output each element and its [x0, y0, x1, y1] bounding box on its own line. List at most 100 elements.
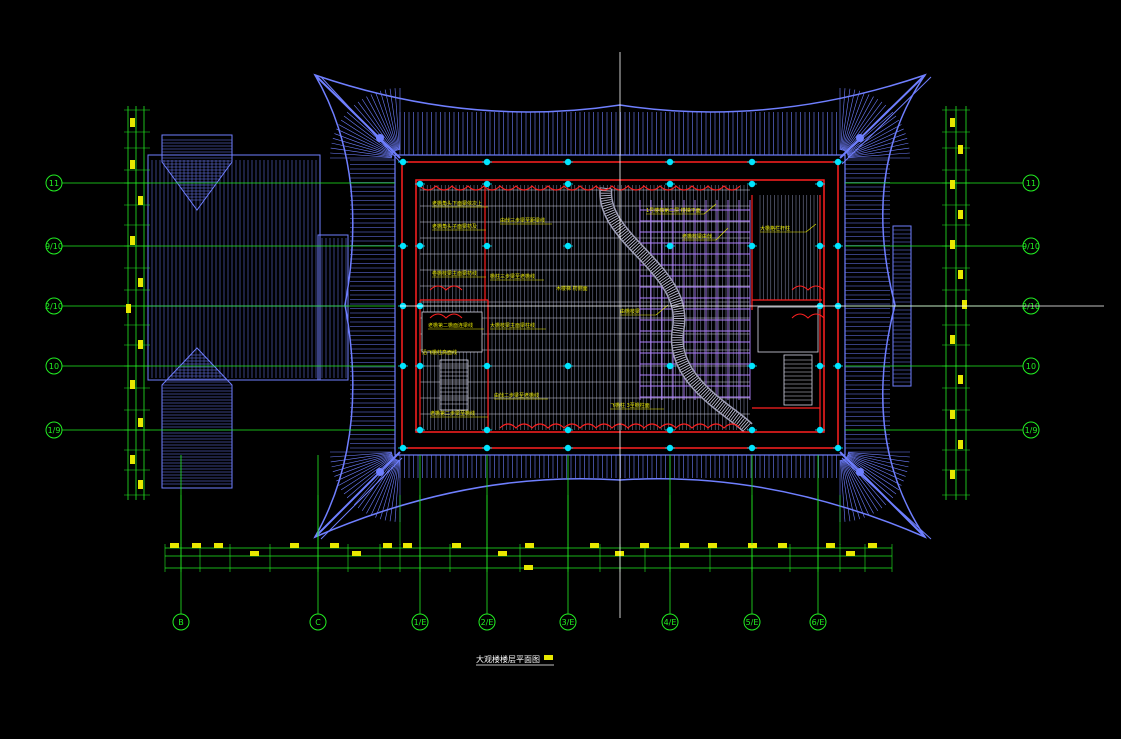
dimension-marker [138, 418, 143, 427]
roof-corner-rafter [330, 152, 393, 158]
roof-corner-rafter [343, 456, 394, 495]
wing-connector [317, 234, 349, 381]
axis-bubble-row-left: 11 [45, 174, 63, 192]
svg-text:1/9: 1/9 [1025, 426, 1038, 435]
title-scale-marker [544, 655, 553, 660]
roof-corner-rafter [844, 458, 879, 512]
roof-corner-rafter [336, 128, 393, 155]
roof-corner-rafter [375, 92, 398, 151]
axis-bubble-column: 1/E [411, 613, 429, 631]
dimension-marker [130, 236, 135, 245]
axis-bubble-row-right: 1/9 [1022, 421, 1040, 439]
dimension-marker [524, 565, 533, 570]
dimension-marker [290, 543, 299, 548]
roof-corner-rafter [331, 142, 393, 157]
axis-bubble-column: 2/E [478, 613, 496, 631]
roof-corner-rafter [847, 455, 904, 482]
roof-corner-rafter [332, 453, 393, 473]
dimension-marker [214, 543, 223, 548]
roof-corner-rafter [845, 457, 894, 499]
dimension-marker [130, 118, 135, 127]
dimension-marker [958, 210, 963, 219]
roof-corner-rafter [843, 458, 874, 514]
svg-text:11: 11 [49, 179, 59, 188]
axis-bubble-column: 6/E [809, 613, 827, 631]
roof-corner-rafter [331, 453, 393, 468]
roof-corner-rafter [357, 458, 396, 509]
roof-corner-rafter [353, 457, 395, 506]
dimension-marker [130, 380, 135, 389]
roof-corner-rafter [846, 455, 902, 486]
main-roof-plan [313, 73, 932, 540]
roof-corner-rafter [366, 458, 397, 514]
axis-bubble-row-right: 10 [1022, 357, 1040, 375]
annotation-text: 1号楼梯第二层 楼梯平面 [646, 207, 701, 214]
svg-text:6/E: 6/E [812, 618, 825, 627]
svg-text:10: 10 [1026, 362, 1036, 371]
roof-corner-rafter [350, 457, 395, 502]
dimension-marker [452, 543, 461, 548]
roof-corner-rafter [847, 454, 906, 477]
annotation-text: 老檐第二步梁至檐线 [430, 410, 475, 417]
roof-corner-rafter [847, 453, 908, 473]
curved-staircase [599, 187, 753, 433]
annotation-layer: 老檐角头下面梁依次上 由戗三步梁至距梁线 老檐角头子面梁枋及 卷檐枝梁主面梁枋线… [422, 200, 817, 418]
roof-corner-rafter [384, 89, 399, 151]
roof-corner-rafter [846, 115, 897, 154]
axis-bubble-column: 4/E [661, 613, 679, 631]
roof-corner-rafter [346, 457, 395, 499]
dimension-marker [170, 543, 179, 548]
svg-text:1/9: 1/9 [48, 426, 61, 435]
svg-text:2/10: 2/10 [45, 302, 63, 311]
wing-gable-bottom [161, 347, 233, 489]
svg-text:2/10: 2/10 [1022, 302, 1040, 311]
roof-corner-node [376, 134, 384, 142]
roof-corner-rafter [389, 88, 400, 151]
balustrade-arc [791, 313, 825, 319]
annotation-text: 卷檐枝梁主面梁枋线 [432, 270, 477, 277]
annotation-text: 飞檐柱 3至檐柱面 [610, 402, 650, 409]
dimension-marker [130, 455, 135, 464]
roof-corner-rafter [840, 88, 851, 151]
dimension-marker [130, 160, 135, 169]
roof-corner-rafter [394, 459, 400, 522]
roof-corner-rafter [842, 459, 865, 518]
roof-corner-rafter [370, 94, 397, 151]
roof-corner-rafter [375, 459, 398, 518]
roof-hip-ridge [841, 76, 932, 165]
svg-text:11: 11 [1026, 179, 1036, 188]
roof-corner-node [856, 134, 864, 142]
dimension-marker [498, 551, 507, 556]
dimension-marker [778, 543, 787, 548]
roof-corner-rafter [845, 104, 887, 153]
dimension-marker [250, 551, 259, 556]
roof-corner-rafter [379, 459, 399, 520]
stair-room-left [421, 311, 483, 353]
balustrade-arc [429, 285, 463, 291]
roof-corner-rafter [379, 90, 399, 151]
roof-corner-rafter [845, 457, 887, 506]
roof-corner-rafter [847, 452, 910, 463]
annotation-text: 老檐枝梁由戗 [682, 233, 712, 240]
roof-corner-rafter [841, 90, 861, 151]
annotation-text: 老檐角头子面梁枋及 [432, 223, 477, 230]
roof-corner-rafter [843, 96, 874, 152]
wing-gable-top [161, 134, 233, 211]
roof-corner-rafter [370, 459, 397, 516]
dimension-marker [352, 551, 361, 556]
dimension-marker [950, 118, 955, 127]
svg-text:10: 10 [49, 362, 59, 371]
roof-corner-rafter [353, 104, 395, 153]
roof-corner-rafter [847, 452, 910, 458]
dimension-marker [525, 543, 534, 548]
dimension-marker [708, 543, 717, 548]
roof-corner-rafter [846, 456, 897, 495]
axis-bubble-row-left: 10 [45, 357, 63, 375]
axis-bubble-column: 5/E [743, 613, 761, 631]
dimension-marker [590, 543, 599, 548]
cad-crosshair-cursor [400, 52, 1104, 618]
roof-corner-rafter [846, 456, 900, 491]
dimension-marker [680, 543, 689, 548]
dimension-marker [138, 340, 143, 349]
